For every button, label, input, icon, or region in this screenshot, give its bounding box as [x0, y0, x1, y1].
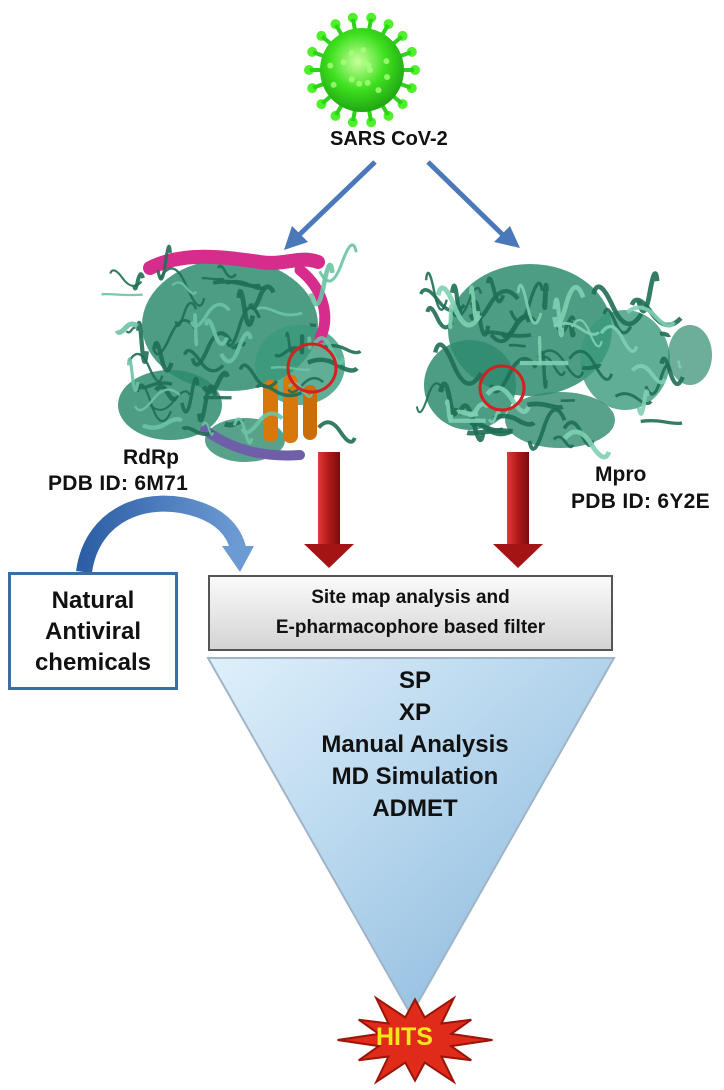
- mpro-binding-site-circle: [478, 364, 526, 412]
- rdrp-binding-site-circle: [286, 342, 338, 394]
- screening-funnel: [206, 657, 616, 1018]
- virus-to-rdrp-arrow: [284, 160, 377, 250]
- hits-starburst: [337, 995, 493, 1085]
- filter-line: E-pharmacophore based filter: [275, 617, 546, 638]
- rdrp-pdb-id: PDB ID: 6M71: [48, 472, 189, 495]
- funnel-steps-list: SP XP Manual Analysis MD Simulation ADME…: [250, 665, 580, 825]
- hits-label: HITS: [376, 1023, 433, 1051]
- mpro-label: Mpro: [595, 463, 647, 486]
- library-line: Natural: [51, 586, 135, 614]
- site-map-filter-box: Site map analysis and E-pharmacophore ba…: [208, 575, 613, 651]
- funnel-step: MD Simulation: [331, 763, 499, 790]
- mpro-to-filter-arrow: [493, 452, 543, 568]
- rdrp-structure-image: [101, 243, 362, 462]
- library-to-filter-arrow: [76, 495, 254, 574]
- funnel-step: SP: [398, 667, 431, 694]
- virus-to-mpro-arrow: [426, 160, 520, 248]
- mpro-pdb-id: PDB ID: 6Y2E: [571, 490, 710, 513]
- mpro-structure-image: [415, 264, 712, 460]
- rdrp-label: RdRp: [123, 446, 179, 469]
- funnel-step: XP: [398, 699, 431, 726]
- library-line: Antiviral: [44, 617, 142, 645]
- filter-line: Site map analysis and: [311, 587, 510, 608]
- natural-antiviral-chemicals-box: Natural Antiviral chemicals: [8, 572, 178, 690]
- funnel-step: ADMET: [372, 795, 458, 822]
- library-line: chemicals: [34, 648, 152, 676]
- funnel-step: Manual Analysis: [321, 731, 509, 758]
- rdrp-to-filter-arrow: [304, 452, 354, 568]
- virus-icon: [304, 12, 420, 128]
- virus-label: SARS CoV-2: [330, 128, 448, 150]
